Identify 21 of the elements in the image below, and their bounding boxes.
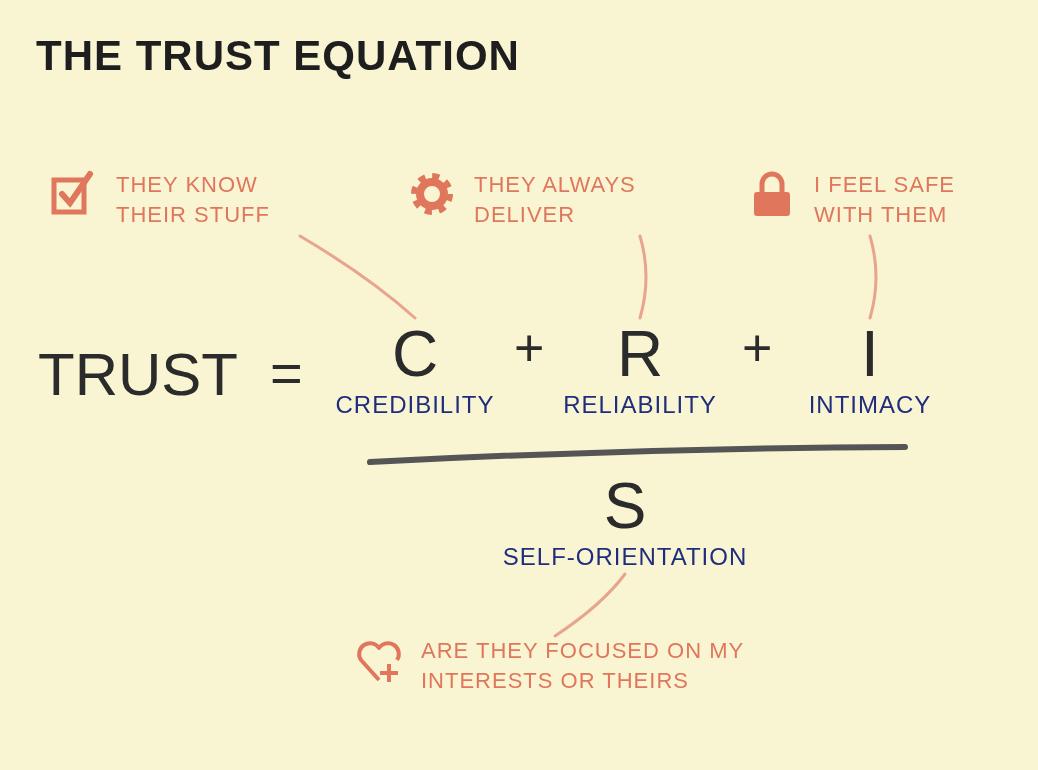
annotation-text: ARE THEY FOCUSED ON MY INTERESTS OR THEIRS <box>421 637 745 695</box>
variable-name: CREDIBILITY <box>335 390 495 420</box>
title: THE TRUST EQUATION <box>36 32 520 80</box>
leader-line <box>298 234 417 320</box>
equals-sign: = <box>270 340 303 405</box>
annotation-text: THEY KNOW THEIR STUFF <box>116 171 271 229</box>
variable-name: INTIMACY <box>808 390 932 420</box>
variable-name: SELF-ORIENTATION <box>502 542 748 572</box>
leader-line <box>868 234 878 320</box>
variable-letter: I <box>861 318 879 390</box>
variable-letter: S <box>603 470 647 542</box>
variable-letter: R <box>616 318 664 390</box>
plus-sign: + <box>742 318 773 378</box>
leader-line <box>553 572 627 638</box>
equation-term: TRUST <box>38 340 238 409</box>
plus-sign: + <box>514 318 545 378</box>
variable-letter: C <box>391 318 439 390</box>
annotation-text: THEY ALWAYS DELIVER <box>474 171 637 229</box>
leader-line <box>638 234 648 320</box>
annotation-text: I FEEL SAFE WITH THEM <box>814 171 956 229</box>
variable-name: RELIABILITY <box>563 390 717 420</box>
